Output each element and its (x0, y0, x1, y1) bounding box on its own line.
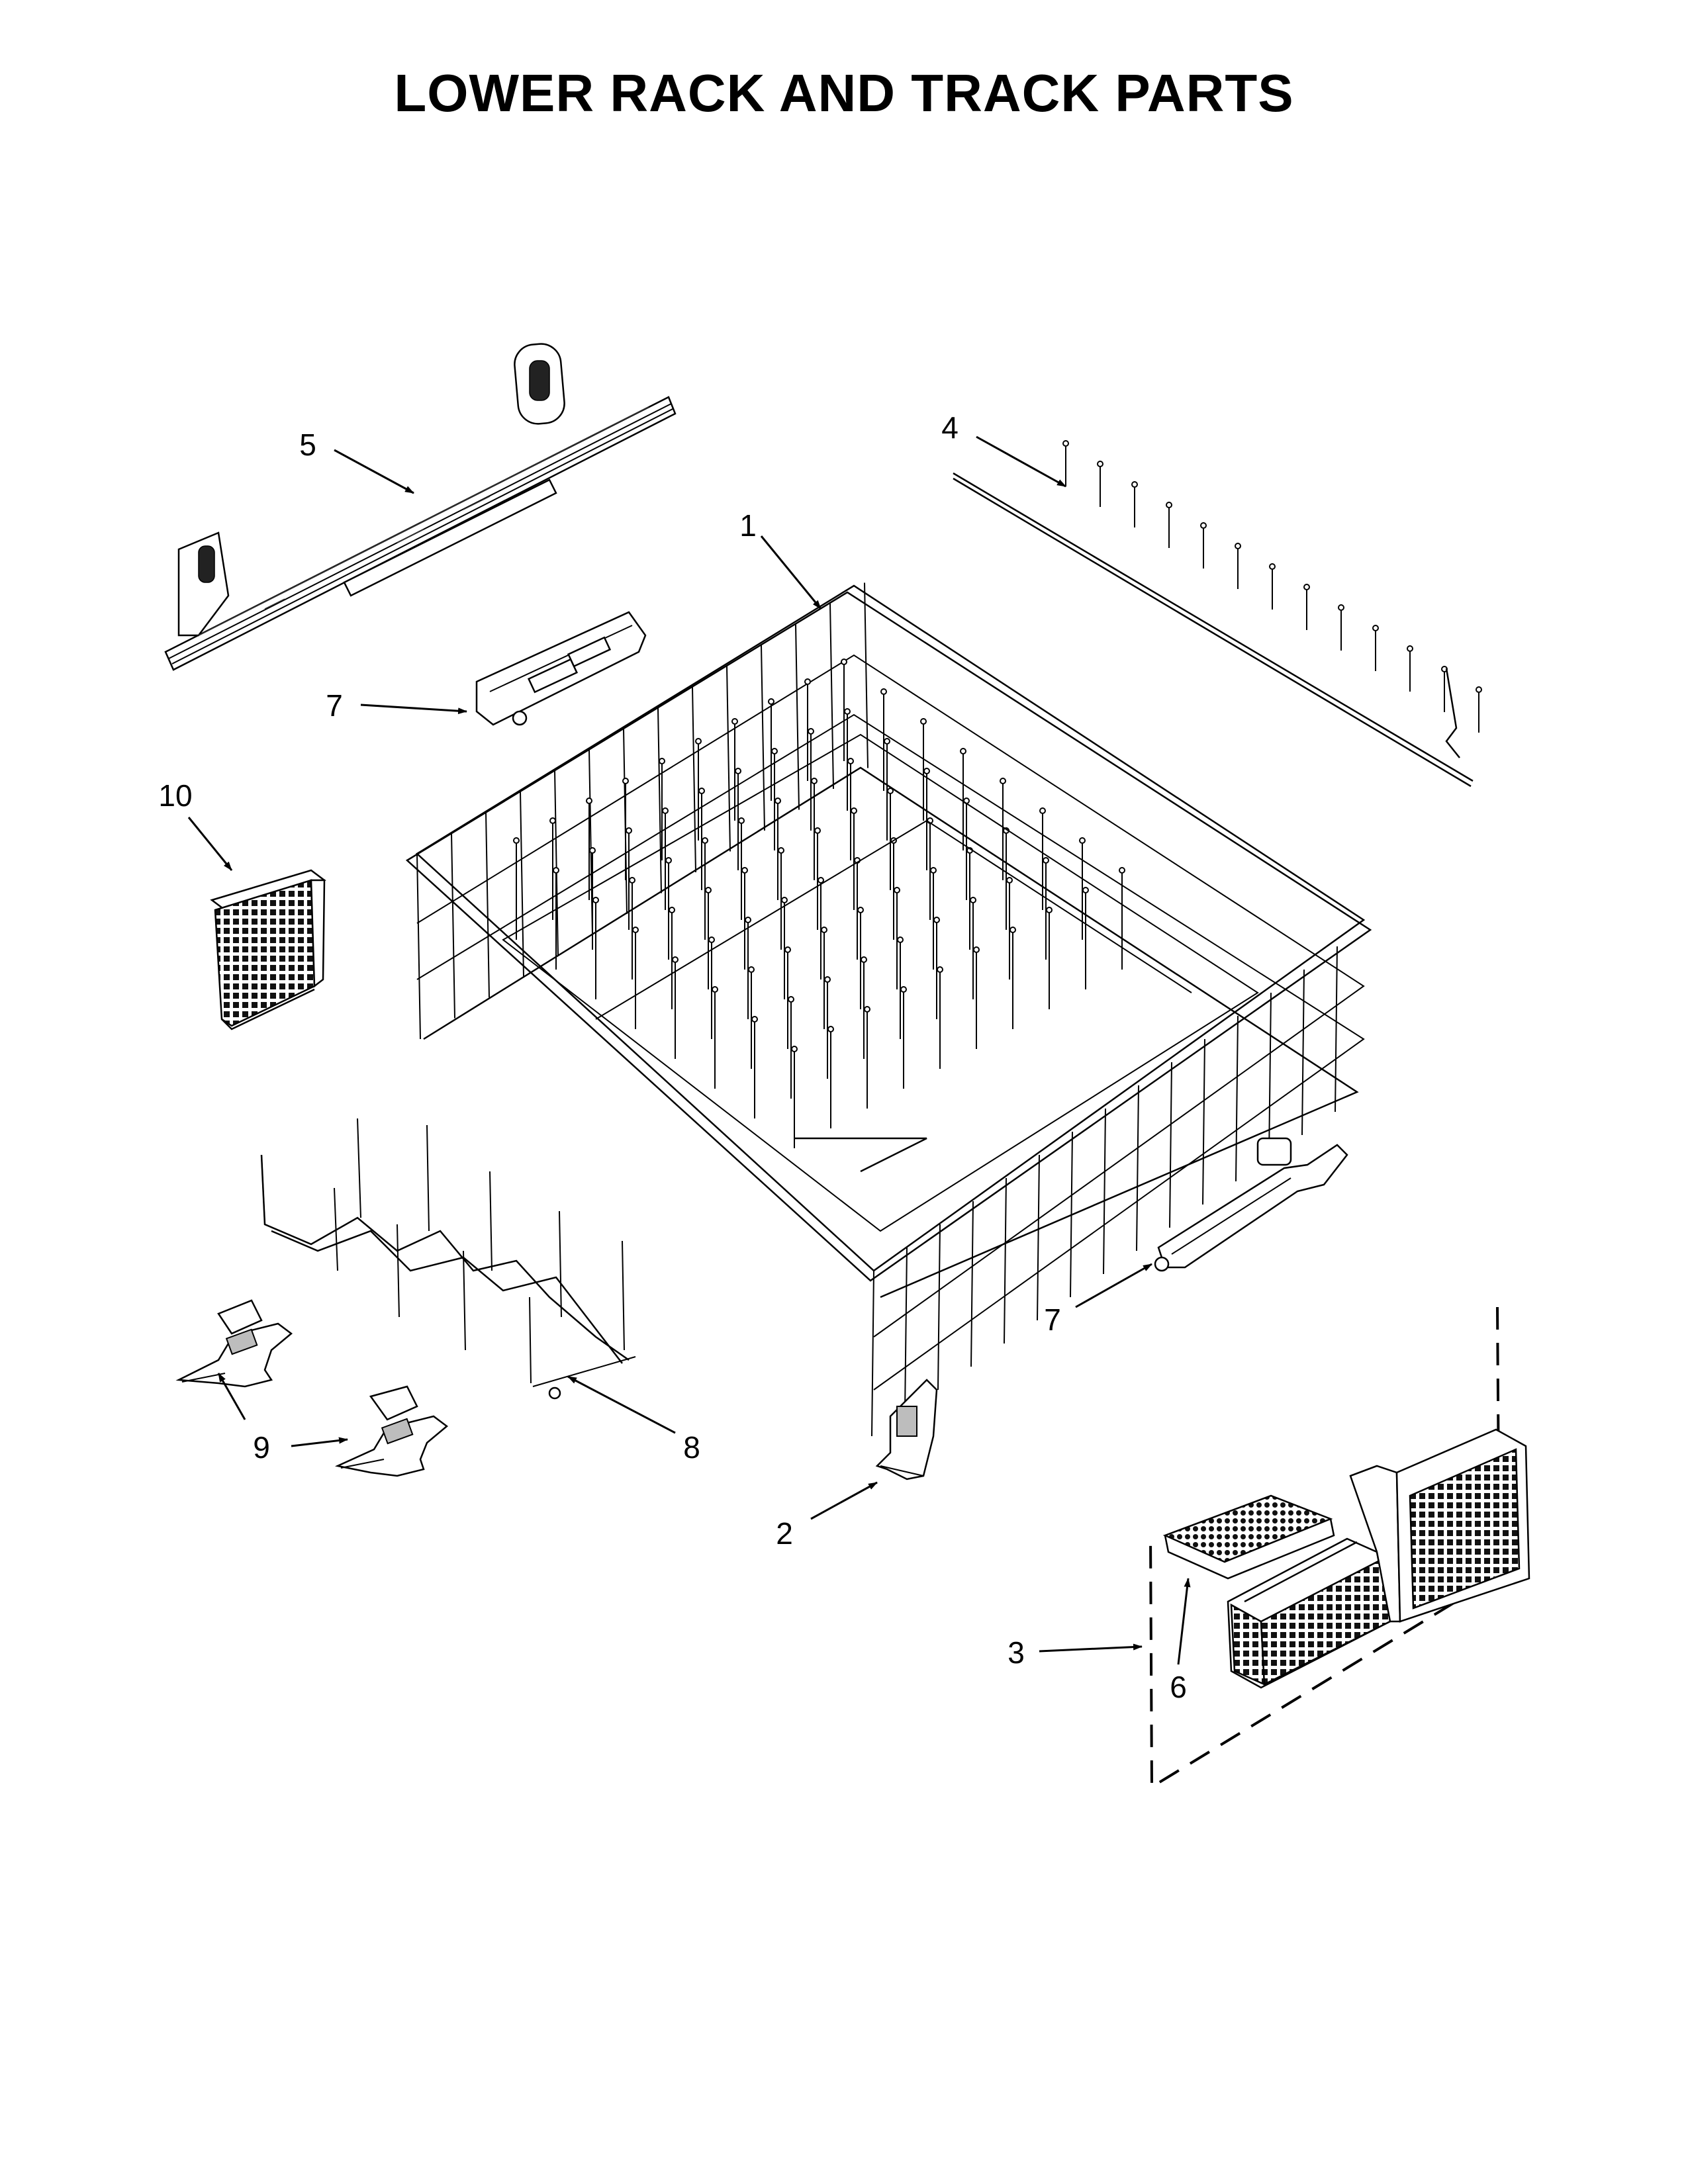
leader-3 (1039, 1643, 1143, 1653)
leader-9b (291, 1437, 348, 1447)
leader-7-upper (360, 704, 467, 715)
page-title: LOWER RACK AND TRACK PARTS (394, 64, 1294, 122)
part-9-clip-a (175, 1299, 293, 1388)
part-9-clip-b (334, 1385, 449, 1477)
part-7-upper-bracket (475, 611, 647, 726)
leader-1 (760, 535, 822, 610)
leader-7-lower (1075, 1263, 1152, 1308)
callout-4: 4 (941, 410, 959, 445)
part-10-small-basket (210, 869, 326, 1030)
callout-8: 8 (683, 1430, 700, 1465)
part-8-wire-rack (260, 1118, 636, 1400)
callout-1: 1 (739, 508, 757, 543)
part-2-rack-stop (875, 1379, 938, 1480)
callout-6: 6 (1170, 1670, 1187, 1704)
part-4-tine-row (953, 440, 1482, 788)
leader-lines (187, 435, 1191, 1665)
leader-4 (976, 435, 1066, 488)
leader-6 (1177, 1578, 1191, 1665)
part-6-basket-lid (1162, 1494, 1335, 1580)
part-3-basket-assembly-outline (1149, 1306, 1501, 1790)
part-1-lower-rack (405, 582, 1372, 1437)
callout-3: 3 (1008, 1635, 1025, 1670)
leader-9a (217, 1373, 246, 1420)
leader-5 (334, 449, 414, 494)
callout-2: 2 (776, 1516, 793, 1551)
leader-10 (187, 817, 233, 871)
callout-7-upper: 7 (326, 688, 343, 723)
callout-7-lower: 7 (1044, 1302, 1061, 1337)
part-3-cutlery-basket (1227, 1428, 1530, 1689)
callout-5: 5 (299, 428, 316, 462)
callout-9: 9 (253, 1430, 270, 1465)
part-7-lower-bracket (1154, 1137, 1348, 1272)
leader-2 (810, 1481, 878, 1520)
part-5-track-rail (164, 343, 677, 671)
callout-labels: 5 4 1 7 10 7 8 9 2 3 6 (158, 410, 1186, 1704)
leader-8 (567, 1375, 676, 1434)
callout-10: 10 (158, 778, 192, 813)
